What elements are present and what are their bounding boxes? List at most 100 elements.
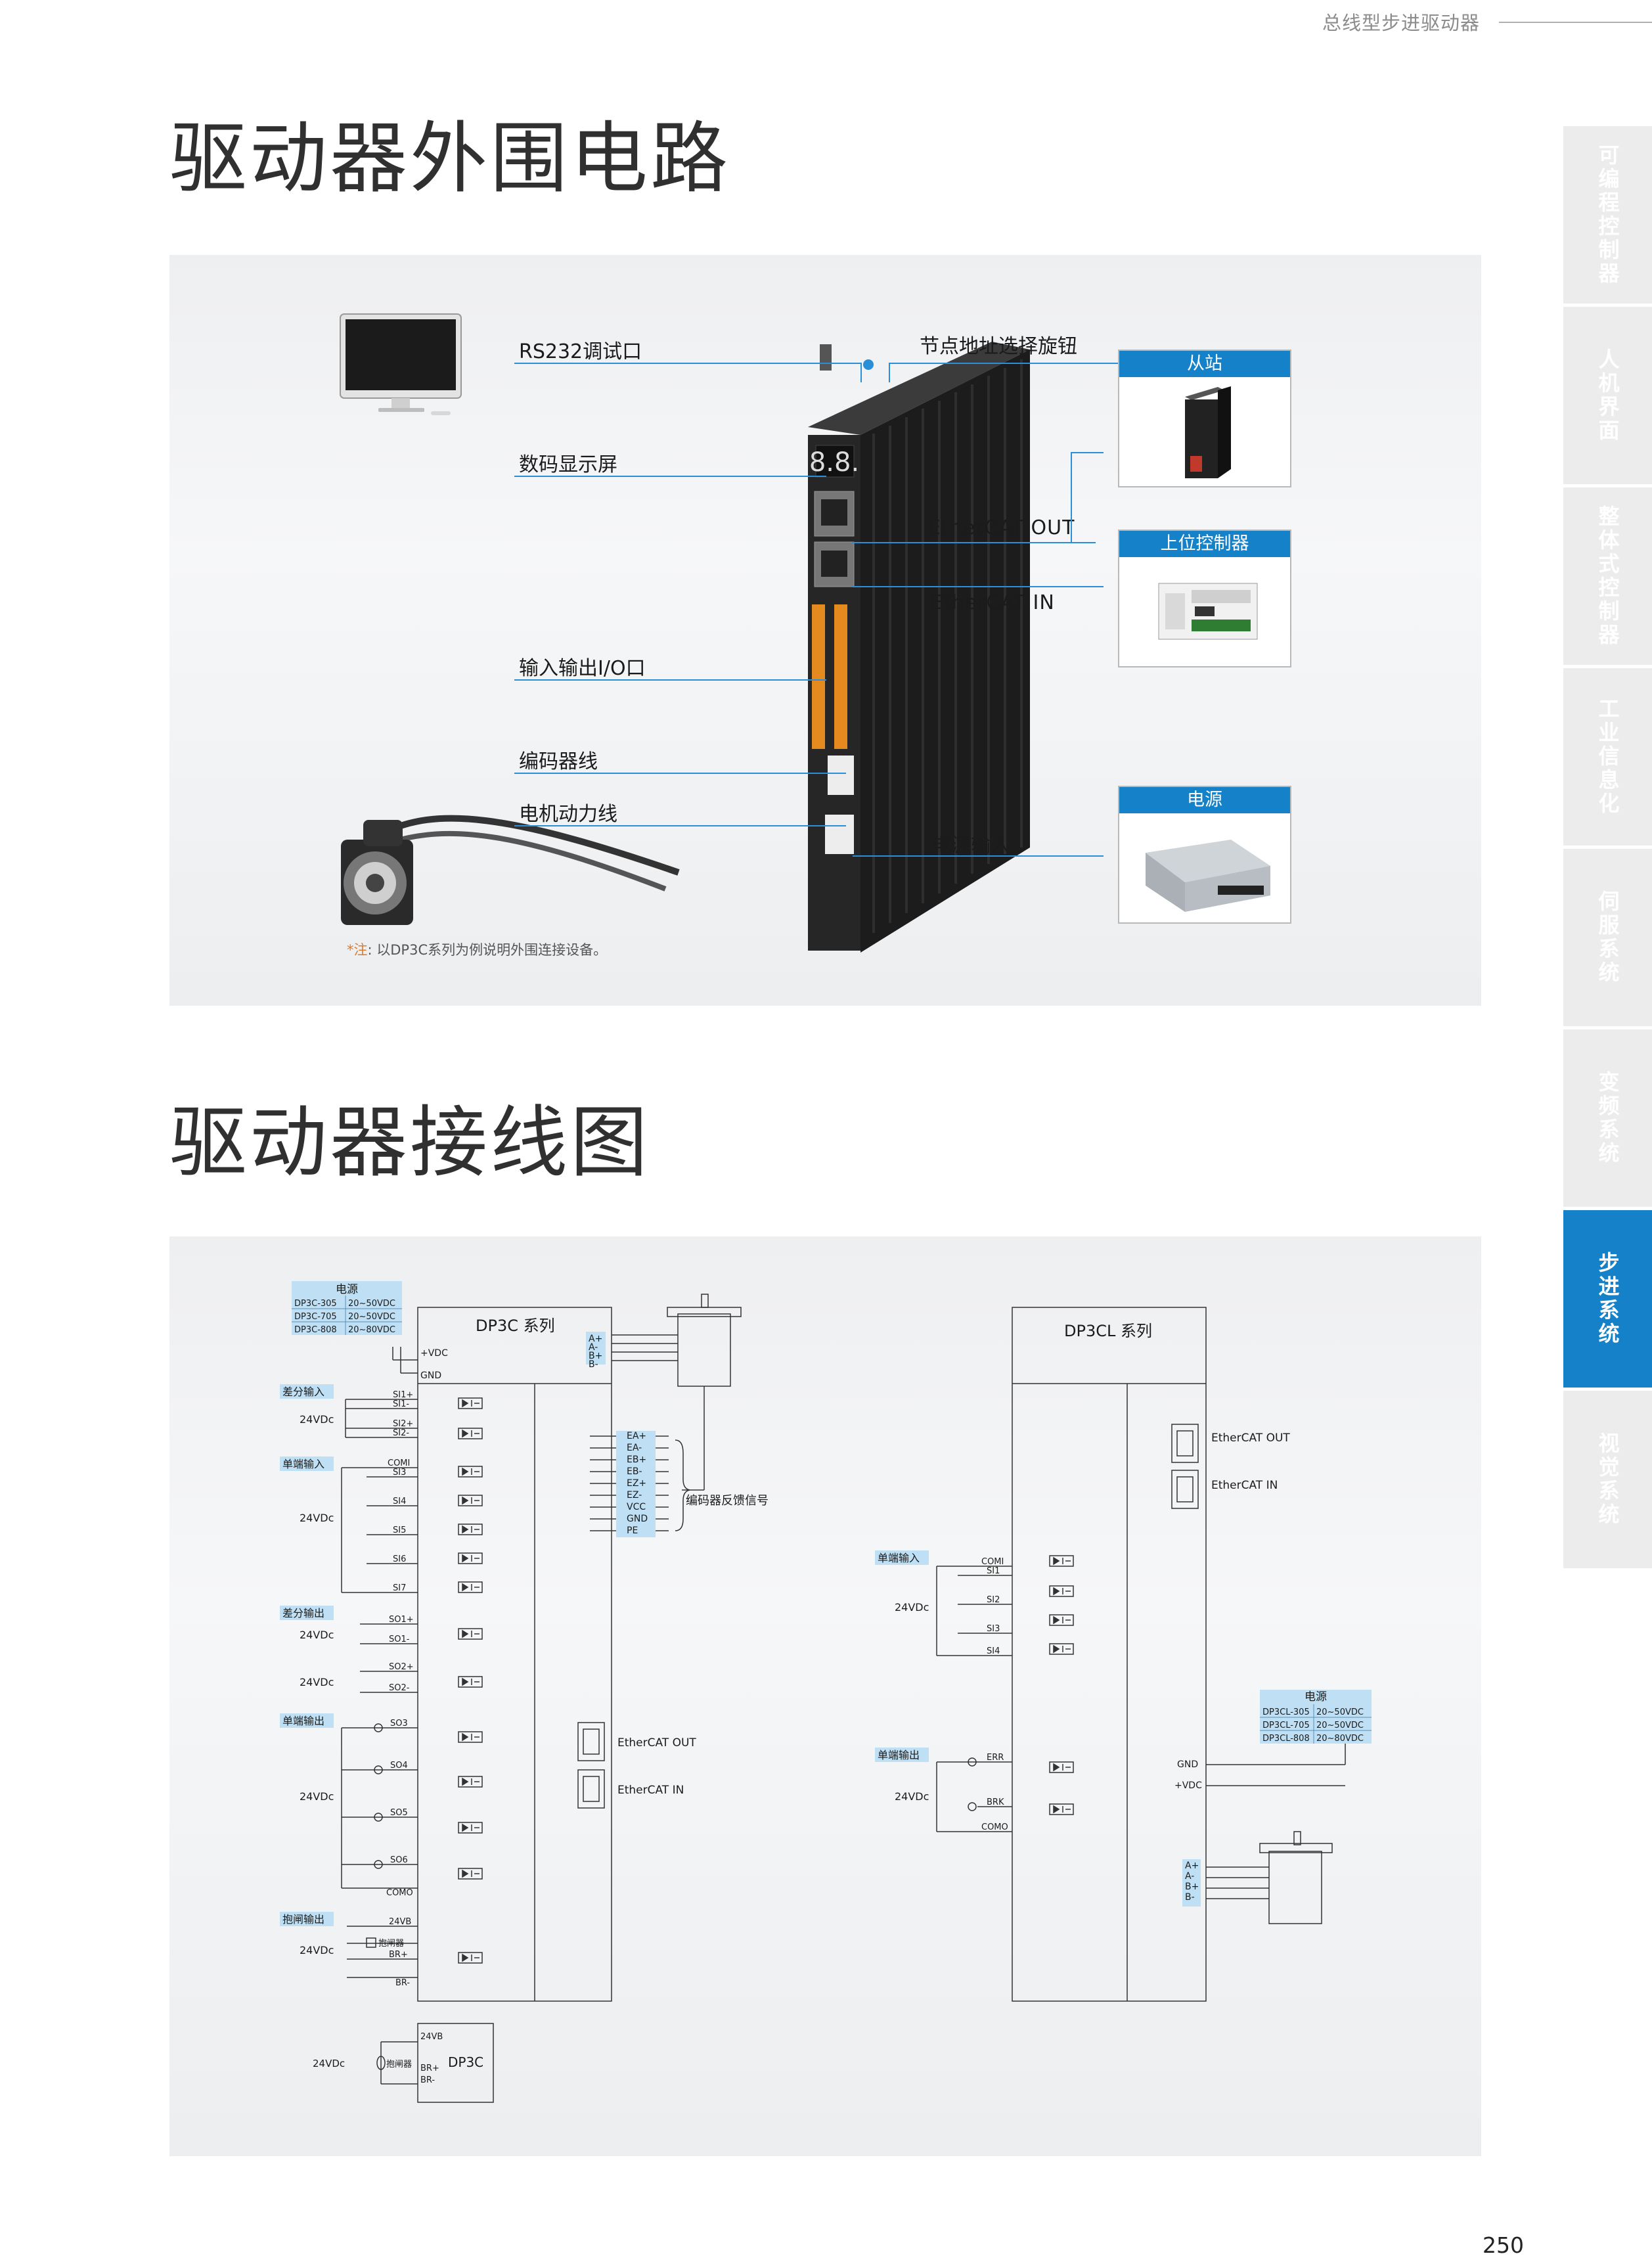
sidebar-item-label: 变频系统 xyxy=(1595,1071,1620,1165)
left-power-caption-bg xyxy=(292,1281,402,1296)
pin-como: COMO xyxy=(386,1888,413,1898)
sidebar-item-servo[interactable]: 伺服系统 xyxy=(1563,849,1652,1026)
label-rs232: RS232调试口 xyxy=(519,340,642,363)
label-power-input: 电源输入 xyxy=(931,834,1010,857)
pin-so2m: SO2- xyxy=(389,1683,410,1693)
sidebar-item-label: 工业信息化 xyxy=(1595,698,1620,816)
right-pin-brk: BRK xyxy=(987,1797,1004,1807)
pin-si6: SI6 xyxy=(393,1554,406,1564)
tag-diff-input: 差分输入 xyxy=(282,1386,324,1398)
sidebar-item-hmi[interactable]: 人机界面 xyxy=(1563,307,1652,484)
sidebar-item-label: 人机界面 xyxy=(1595,348,1620,443)
callout-rs232-ext xyxy=(708,363,862,364)
enc-pin-3: EB- xyxy=(627,1466,642,1477)
mini-relay-label: 抱闸器 xyxy=(386,2059,412,2069)
mini-pin-brp: BR+ xyxy=(420,2064,439,2073)
dp3c-mini-frame xyxy=(417,2023,494,2103)
right-pin-err: ERR xyxy=(987,1753,1004,1763)
brake-output-voltage: 24VDc xyxy=(300,1944,334,1956)
power-box-caption: 电源 xyxy=(1119,787,1290,813)
pin-so1p: SO1+ xyxy=(389,1615,414,1625)
pin-so4: SO4 xyxy=(390,1761,408,1771)
mini-pin-24vb: 24VB xyxy=(420,2032,443,2042)
sidebar-item-label: 整体式控制器 xyxy=(1595,505,1620,647)
right-motor-pin-a-minus: A- xyxy=(1185,1871,1194,1882)
right-single-output-voltage: 24VDc xyxy=(895,1790,929,1803)
right-power-range-0: 20~50VDC xyxy=(1316,1707,1364,1717)
label-node-knob: 节点地址选择旋钮 xyxy=(920,335,1077,358)
page-number: 250 xyxy=(1483,2232,1524,2258)
single-input-voltage: 24VDc xyxy=(300,1512,334,1524)
diff-output-voltage-1: 24VDc xyxy=(300,1629,334,1641)
right-pin-como: COMO xyxy=(981,1822,1008,1832)
sidebar-item-plc[interactable]: 可编程控制器 xyxy=(1563,126,1652,304)
mini-voltage: 24VDc xyxy=(313,2058,345,2069)
sidebar-item-vision[interactable]: 视觉系统 xyxy=(1563,1391,1652,1568)
gnd-label: GND xyxy=(420,1370,441,1381)
callout-motor xyxy=(514,825,846,826)
right-motor-pin-b-minus: B- xyxy=(1185,1892,1195,1903)
callout-rs232 xyxy=(514,363,708,364)
pin-so3: SO3 xyxy=(390,1719,408,1728)
sidebar-item-stepper[interactable]: 步进系统 xyxy=(1563,1210,1652,1388)
pin-si2m: SI2- xyxy=(393,1428,409,1438)
enc-pin-5: EZ- xyxy=(627,1490,642,1501)
pin-24vb: 24VB xyxy=(389,1917,411,1927)
section-title-wiring: 驱动器接线图 xyxy=(169,1097,651,1188)
left-power-range-2: 20~80VDC xyxy=(348,1325,395,1335)
pin-comi: COMI xyxy=(388,1458,410,1468)
wiring-panel: DP3C 系列 电源 DP3C-305 20~50VDC DP3C-705 20… xyxy=(169,1236,1481,2156)
pin-so6: SO6 xyxy=(390,1855,408,1865)
left-ecat-out-label: EtherCAT OUT xyxy=(617,1736,696,1750)
right-power-model-1: DP3CL-705 xyxy=(1262,1721,1310,1730)
brake-relay-label: 抱闸器 xyxy=(378,1938,404,1949)
right-ecat-out-label: EtherCAT OUT xyxy=(1211,1432,1290,1445)
pc-monitor-icon xyxy=(340,313,462,415)
left-power-model-0: DP3C-305 xyxy=(294,1299,337,1309)
footnote: *注: 以DP3C系列为例说明外围连接设备。 xyxy=(347,939,607,959)
pin-so5: SO5 xyxy=(390,1808,408,1818)
footnote-text: : 以DP3C系列为例说明外围连接设备。 xyxy=(367,942,608,958)
sidebar-item-label: 伺服系统 xyxy=(1595,890,1620,985)
enc-pin-4: EZ+ xyxy=(627,1478,646,1489)
tag-single-input: 单端输入 xyxy=(282,1458,324,1470)
enc-pin-8: PE xyxy=(627,1525,638,1536)
callout-ecat-out-riser xyxy=(1071,452,1072,543)
wiring-diagram: DP3C 系列 电源 DP3C-305 20~50VDC DP3C-705 20… xyxy=(280,1281,1372,2103)
dp3c-frame xyxy=(417,1307,612,2002)
plc-icon xyxy=(1158,583,1258,640)
controller-box-caption: 上位控制器 xyxy=(1119,531,1290,557)
callout-power-input xyxy=(853,855,1104,857)
pin-si7: SI7 xyxy=(393,1583,406,1593)
mini-pin-brm: BR- xyxy=(420,2075,435,2085)
enc-pin-6: VCC xyxy=(627,1502,646,1512)
power-supply-box: 电源 xyxy=(1118,786,1291,924)
callout-ecat-in xyxy=(853,586,1104,587)
callout-display xyxy=(514,476,826,477)
label-motor: 电机动力线 xyxy=(519,803,617,826)
right-power-title: 电源 xyxy=(1305,1690,1327,1704)
label-display: 数码显示屏 xyxy=(519,453,617,476)
enc-pin-7: GND xyxy=(627,1514,648,1524)
diff-input-voltage: 24VDc xyxy=(300,1413,334,1426)
pin-so2p: SO2+ xyxy=(389,1662,414,1672)
sidebar-item-iiot[interactable]: 工业信息化 xyxy=(1563,668,1652,846)
enc-pin-2: EB+ xyxy=(627,1455,646,1465)
motor-pin-b-minus: B- xyxy=(589,1359,598,1370)
diff-output-voltage-2: 24VDc xyxy=(300,1676,334,1688)
header-title: 总线型步进驱动器 xyxy=(1322,12,1480,34)
sidebar-item-vfd[interactable]: 变频系统 xyxy=(1563,1029,1652,1207)
dp3cl-frame xyxy=(1012,1307,1207,2002)
left-power-range-1: 20~50VDC xyxy=(348,1312,395,1322)
tag-diff-output: 差分输出 xyxy=(282,1607,324,1619)
right-vdc-label: +VDC xyxy=(1174,1780,1202,1791)
right-power-range-1: 20~50VDC xyxy=(1316,1721,1364,1730)
sidebar-item-integrated[interactable]: 整体式控制器 xyxy=(1563,487,1652,665)
pin-so1m: SO1- xyxy=(389,1635,410,1644)
right-pin-comi: COMI xyxy=(981,1557,1004,1567)
pin-si3: SI3 xyxy=(393,1468,406,1478)
pin-si5: SI5 xyxy=(393,1525,406,1535)
pin-si1m: SI1- xyxy=(393,1399,409,1409)
left-ecat-in-label: EtherCAT IN xyxy=(617,1784,684,1797)
footnote-star: *注 xyxy=(347,942,368,958)
